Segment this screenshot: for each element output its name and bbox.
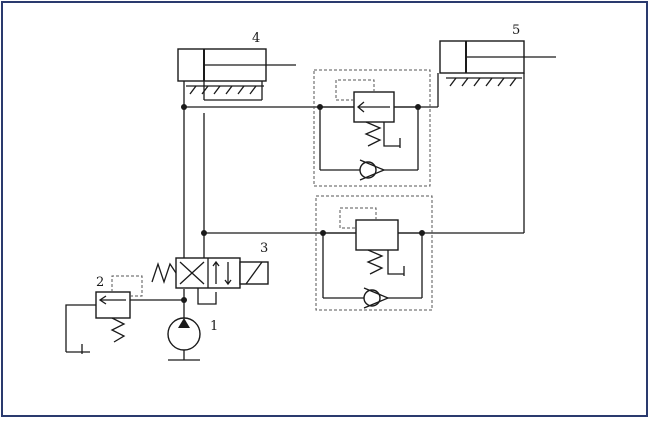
pump-1-label: 1 bbox=[210, 319, 218, 334]
lower-valve-body bbox=[355, 219, 399, 251]
upper-valve-enclosure bbox=[313, 69, 431, 187]
valve-2-body bbox=[95, 291, 131, 319]
lower-valve-enclosure bbox=[315, 195, 433, 311]
cylinder-4-label: 4 bbox=[252, 31, 260, 46]
directional-valve-3: 3 bbox=[151, 241, 269, 305]
valve-2-label: 2 bbox=[96, 275, 104, 290]
cylinder-5-label: 5 bbox=[512, 23, 520, 38]
valve-3-label: 3 bbox=[260, 241, 268, 256]
cylinder-4-ground-hatch bbox=[186, 85, 264, 95]
sequence-valve-lower bbox=[315, 195, 433, 311]
pump-1: 1 bbox=[167, 317, 218, 361]
cylinder-4: 4 bbox=[177, 31, 296, 95]
cylinder-5: 5 bbox=[439, 23, 556, 87]
relief-valve-2: 2 bbox=[65, 275, 143, 354]
cylinder-5-ground-hatch bbox=[446, 77, 522, 87]
sequence-valve-upper bbox=[313, 69, 431, 187]
